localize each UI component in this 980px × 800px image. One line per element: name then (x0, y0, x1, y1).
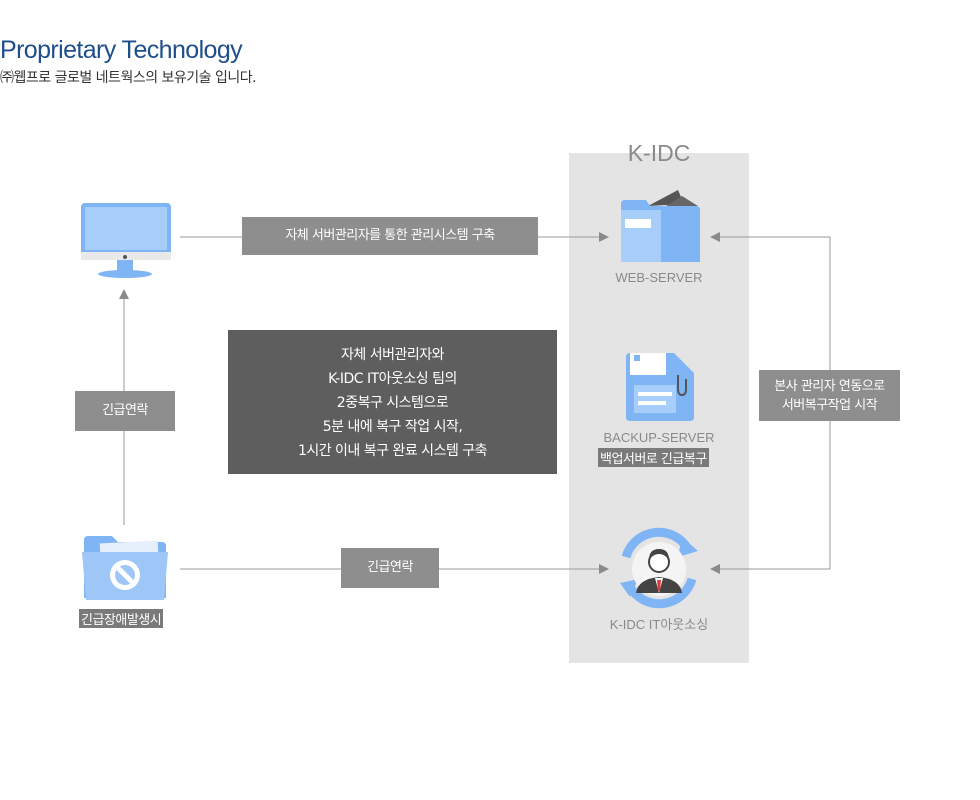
arrow-back-outsourcing (710, 564, 720, 574)
label-right-line-1: 본사 관리자 연동으로 (774, 379, 885, 394)
folder-label: 긴급장애발생시 (79, 609, 164, 628)
arrow-to-outsourcing (599, 564, 609, 574)
label-top: 자체 서버관리자를 통한 관리시스템 구축 (242, 217, 538, 255)
label-bottom: 긴급연락 (341, 548, 439, 588)
floppy-disk-icon (626, 353, 694, 421)
backup-server-label: BACKUP-SERVER (603, 430, 715, 445)
label-right-line-2: 서버복구작업 시작 (781, 398, 878, 413)
arrow-back-web-server (710, 232, 720, 242)
center-line-4: 5분 내에 복구 작업 시작, (322, 419, 463, 435)
blocked-folder-icon (82, 536, 168, 600)
page-title: Proprietary Technology (0, 36, 243, 64)
center-description-box: 자체 서버관리자와 K-IDC IT아웃소싱 팀의 2중복구 시스템으로 5분 … (228, 330, 557, 474)
arrow-to-web-server (599, 232, 609, 242)
page-subtitle: ㈜웹프로 글로벌 네트웍스의 보유기술 입니다. (0, 70, 257, 86)
center-line-2: K-IDC IT아웃소싱 팀의 (328, 371, 457, 387)
web-server-label: WEB-SERVER (615, 270, 703, 285)
center-line-1: 자체 서버관리자와 (341, 347, 445, 363)
engineer-sync-icon (620, 527, 698, 609)
center-line-5: 1시간 이내 복구 완료 시스템 구축 (297, 443, 488, 459)
arrow-to-monitor (119, 289, 129, 299)
web-server-folder-icon (621, 190, 700, 262)
backup-server-tag: 백업서버로 긴급복구 (598, 448, 709, 467)
outsourcing-label: K-IDC IT아웃소싱 (609, 617, 709, 632)
label-right: 본사 관리자 연동으로 서버복구작업 시작 (759, 370, 900, 421)
center-line-3: 2중복구 시스템으로 (336, 395, 449, 411)
label-left: 긴급연락 (75, 391, 175, 431)
monitor-icon (81, 203, 171, 278)
k-idc-title: K-IDC (627, 140, 691, 166)
